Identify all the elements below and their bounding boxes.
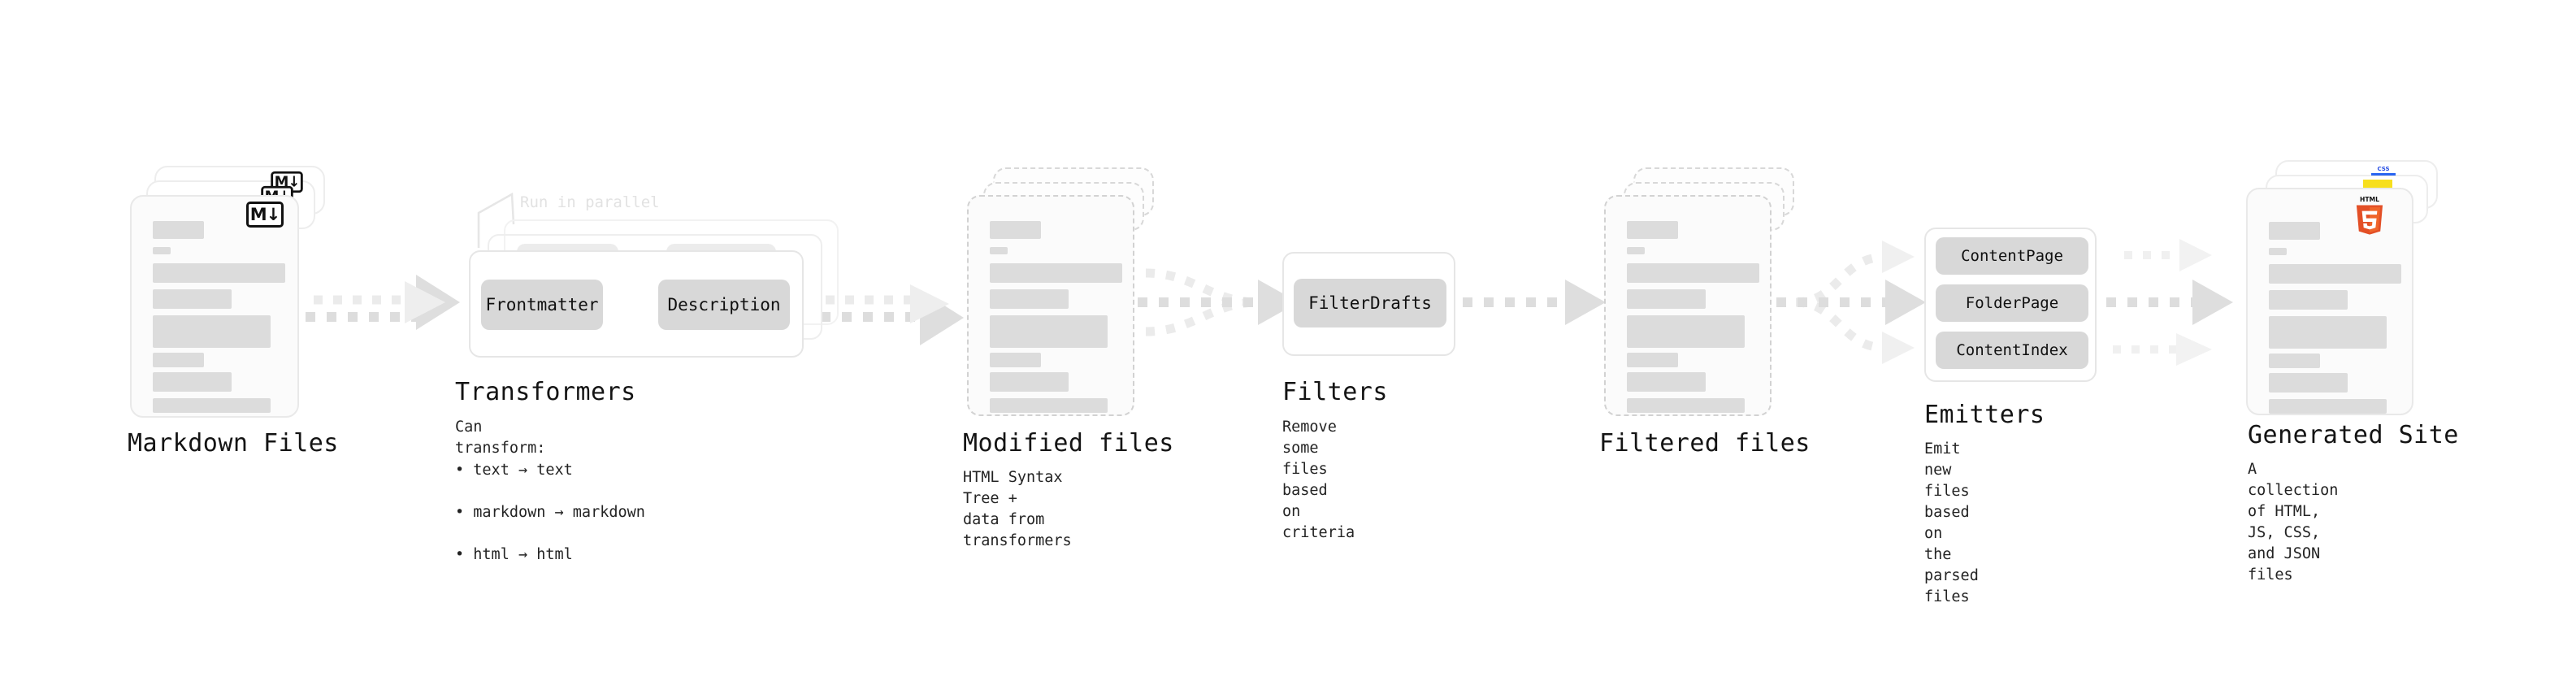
- skeleton-bar: [1627, 398, 1745, 413]
- bullet-text: markdown → markdown: [473, 504, 645, 521]
- stage-title-emitters: Emitters: [1924, 401, 2045, 429]
- skeleton-bar: [1627, 353, 1678, 367]
- markdown-card-front: [130, 195, 299, 418]
- modified-card-front: [967, 195, 1134, 416]
- bullet-text: text → text: [473, 462, 573, 479]
- stage-title-filtered-files: Filtered files: [1599, 429, 1811, 458]
- css-icon-label: CSS: [2377, 166, 2390, 172]
- emitter-chip-contentindex[interactable]: ContentIndex: [1936, 332, 2088, 369]
- skeleton-bar: [153, 398, 271, 413]
- run-in-parallel-label: Run in parallel: [520, 193, 660, 211]
- filtered-card-front: [1604, 195, 1772, 416]
- skeleton-bar: [153, 263, 285, 283]
- skeleton-bar: [1627, 221, 1678, 239]
- skeleton-bar: [2269, 264, 2401, 284]
- skeleton-bar: [990, 247, 1008, 254]
- site-card-front: [2246, 188, 2413, 415]
- generated-site-description: A collection of HTML, JS, CSS, and JSON …: [2248, 461, 2339, 583]
- arrow-markdown-to-transformers: [306, 275, 460, 330]
- stage-title-modified-files: Modified files: [963, 429, 1174, 458]
- skeleton-bar: [1627, 372, 1706, 392]
- skeleton-bar: [153, 221, 204, 239]
- arrow-emitters-to-site: [2106, 239, 2233, 366]
- arrow-transformers-to-modified: [821, 284, 964, 345]
- skeleton-bar: [1627, 315, 1745, 348]
- markdown-icon: M↓: [246, 202, 284, 228]
- transformer-chip-frontmatter[interactable]: Frontmatter: [481, 280, 603, 330]
- skeleton-bar: [2269, 399, 2387, 414]
- modified-files-description: HTML Syntax Tree + data from transformer…: [963, 469, 1072, 549]
- skeleton-bar: [990, 263, 1122, 283]
- skeleton-bar: [153, 315, 271, 348]
- emitter-chip-contentpage[interactable]: ContentPage: [1936, 237, 2088, 275]
- html5-icon: HTML: [2356, 196, 2383, 235]
- arrow-filtered-to-emitters: [1776, 241, 1926, 364]
- arrow-modified-to-filters: [1138, 268, 1299, 336]
- transformers-bullet-list: • text → text • markdown → markdown • ht…: [455, 439, 645, 587]
- arrow-filters-to-filtered: [1463, 280, 1606, 325]
- skeleton-bar: [990, 289, 1069, 309]
- stage-title-generated-site: Generated Site: [2248, 421, 2459, 449]
- skeleton-bar: [990, 372, 1069, 392]
- skeleton-bar: [990, 221, 1041, 239]
- transformers-bullet-0: • text → text: [455, 462, 573, 479]
- skeleton-bar: [2269, 354, 2320, 368]
- skeleton-bar: [153, 289, 232, 309]
- skeleton-bar: [990, 398, 1108, 413]
- stage-title-markdown-files: Markdown Files: [128, 429, 339, 458]
- skeleton-bar: [2269, 222, 2320, 240]
- svg-text:HTML: HTML: [2360, 196, 2379, 203]
- stage-title-transformers: Transformers: [455, 378, 636, 406]
- css-icon-underline: [2371, 173, 2396, 176]
- skeleton-bar: [153, 372, 232, 392]
- emitter-chip-folderpage[interactable]: FolderPage: [1936, 284, 2088, 322]
- transformers-bullet-1: • markdown → markdown: [455, 504, 645, 521]
- filters-description: Remove some files based on criteria: [1282, 419, 1355, 541]
- transformers-bullet-2: • html → html: [455, 546, 573, 563]
- filter-chip-filterdrafts[interactable]: FilterDrafts: [1294, 279, 1446, 327]
- bullet-text: html → html: [473, 546, 573, 563]
- skeleton-bar: [2269, 248, 2287, 255]
- skeleton-bar: [2269, 316, 2387, 349]
- skeleton-bar: [1627, 247, 1645, 254]
- skeleton-bar: [1627, 263, 1759, 283]
- skeleton-bar: [153, 353, 204, 367]
- transformer-chip-description[interactable]: Description: [658, 280, 790, 330]
- emitters-description: Emit new files based on the parsed files: [1924, 440, 1979, 605]
- css-icon: CSS: [2371, 165, 2396, 176]
- skeleton-bar: [153, 247, 171, 254]
- skeleton-bar: [990, 315, 1108, 348]
- skeleton-bar: [2269, 373, 2348, 393]
- stage-title-filters: Filters: [1282, 378, 1388, 406]
- transformers-description: Can transform:: [455, 419, 546, 457]
- skeleton-bar: [1627, 289, 1706, 309]
- skeleton-bar: [2269, 290, 2348, 310]
- skeleton-bar: [990, 353, 1041, 367]
